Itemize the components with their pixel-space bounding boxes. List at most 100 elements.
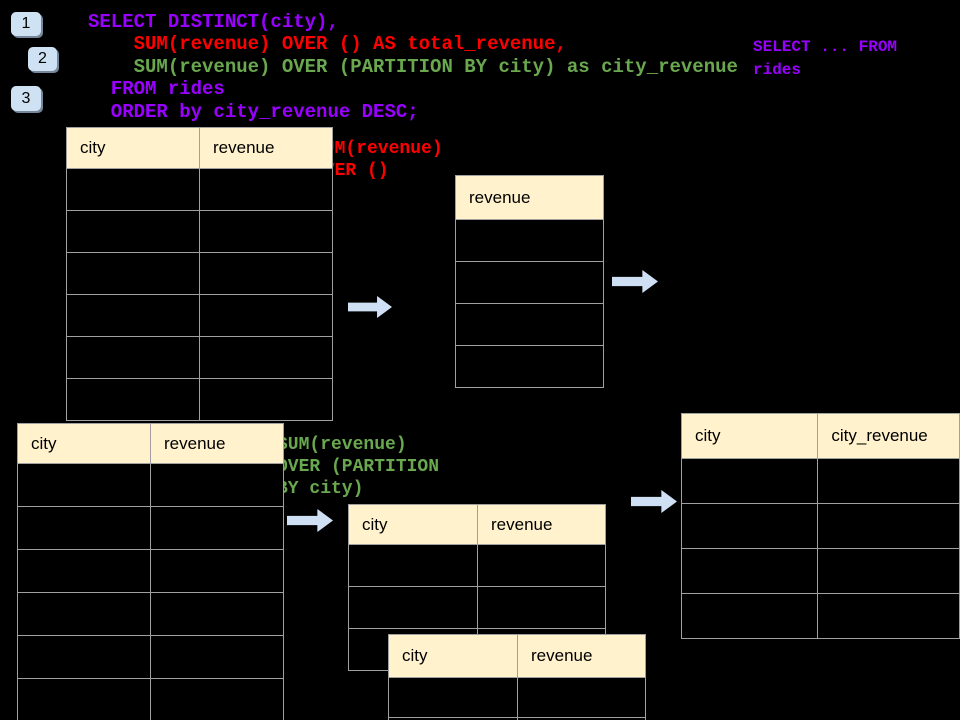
column-header-revenue: revenue bbox=[199, 127, 333, 169]
sql-code-line: SELECT DISTINCT(city), bbox=[88, 11, 339, 33]
empty-cell bbox=[66, 378, 200, 421]
note-line: BY city) bbox=[277, 479, 364, 499]
table-row bbox=[66, 294, 333, 337]
empty-cell bbox=[150, 506, 284, 550]
column-header-revenue: revenue bbox=[477, 504, 606, 545]
column-header-city: city bbox=[17, 423, 151, 464]
empty-cell bbox=[680, 458, 819, 504]
empty-cell bbox=[150, 463, 284, 507]
step-badge-3: 3 bbox=[11, 86, 41, 111]
table-row bbox=[66, 168, 333, 211]
empty-cell bbox=[817, 548, 960, 594]
note-line: rides bbox=[753, 61, 802, 79]
empty-cell bbox=[199, 378, 333, 421]
flow-arrow-right-icon bbox=[631, 490, 677, 513]
table-row bbox=[348, 586, 606, 629]
note-line: SELECT ... FROM bbox=[753, 38, 898, 56]
empty-cell bbox=[455, 345, 604, 388]
empty-cell bbox=[17, 463, 151, 507]
note-line: SUM(revenue) bbox=[277, 435, 407, 455]
column-header-city: city bbox=[388, 634, 518, 678]
empty-cell bbox=[348, 586, 478, 629]
sql-code-line: SUM(revenue) OVER () AS total_revenue, bbox=[88, 33, 567, 56]
empty-cell bbox=[517, 677, 646, 718]
column-header-city: city bbox=[66, 127, 200, 169]
note-line: OVER (PARTITION bbox=[277, 457, 440, 477]
empty-cell bbox=[817, 593, 960, 639]
empty-cell bbox=[199, 294, 333, 337]
table-row bbox=[66, 252, 333, 295]
empty-cell bbox=[150, 592, 284, 636]
empty-cell bbox=[17, 592, 151, 636]
empty-cell bbox=[17, 678, 151, 720]
empty-cell bbox=[680, 593, 819, 639]
empty-cell bbox=[817, 503, 960, 549]
empty-cell bbox=[348, 544, 478, 587]
table-row bbox=[388, 717, 646, 720]
empty-cell bbox=[17, 506, 151, 550]
table-total-revenue: revenue bbox=[455, 175, 604, 388]
column-header-city_revenue: city_revenue bbox=[817, 413, 960, 459]
table-row bbox=[17, 635, 284, 679]
empty-cell bbox=[150, 678, 284, 720]
table-row bbox=[17, 506, 284, 550]
table-row bbox=[680, 548, 960, 594]
sql-code-line: FROM rides bbox=[88, 78, 225, 101]
step-badge-2: 2 bbox=[28, 47, 57, 71]
flow-arrow-right-icon bbox=[612, 270, 658, 293]
empty-cell bbox=[477, 544, 606, 587]
table-row bbox=[17, 678, 284, 720]
empty-cell bbox=[477, 586, 606, 629]
empty-cell bbox=[17, 549, 151, 593]
empty-cell bbox=[199, 252, 333, 295]
empty-cell bbox=[66, 252, 200, 295]
table-row bbox=[455, 219, 604, 262]
column-header-revenue: revenue bbox=[517, 634, 646, 678]
sql-code-block: SELECT DISTINCT(city), SUM(revenue) OVER… bbox=[88, 11, 738, 123]
table-row bbox=[680, 593, 960, 639]
flow-arrow-right-icon bbox=[348, 296, 392, 318]
note-line: SUM(revenue) bbox=[313, 139, 443, 159]
table-row bbox=[455, 261, 604, 304]
empty-cell bbox=[455, 219, 604, 262]
table-row bbox=[455, 345, 604, 388]
empty-cell bbox=[66, 168, 200, 211]
empty-cell bbox=[455, 303, 604, 346]
empty-cell bbox=[680, 503, 819, 549]
empty-cell bbox=[517, 717, 646, 720]
column-header-revenue: revenue bbox=[150, 423, 284, 464]
table-row bbox=[680, 458, 960, 504]
column-header-revenue: revenue bbox=[455, 175, 604, 220]
empty-cell bbox=[66, 294, 200, 337]
table-row bbox=[17, 549, 284, 593]
column-header-city: city bbox=[680, 413, 819, 459]
table-row bbox=[680, 503, 960, 549]
sql-ellipsis-note: SELECT ... FROM rides bbox=[753, 36, 897, 82]
empty-cell bbox=[150, 549, 284, 593]
sql-code-line: SUM(revenue) OVER (PARTITION BY city) as… bbox=[88, 55, 738, 78]
table-row bbox=[455, 303, 604, 346]
table-row bbox=[66, 210, 333, 253]
empty-cell bbox=[150, 635, 284, 679]
flow-arrow-right-icon bbox=[287, 509, 333, 532]
empty-cell bbox=[66, 210, 200, 253]
table-row bbox=[17, 463, 284, 507]
table-row bbox=[66, 336, 333, 379]
column-header-city: city bbox=[348, 504, 478, 545]
empty-cell bbox=[199, 336, 333, 379]
table-row bbox=[17, 592, 284, 636]
empty-cell bbox=[199, 168, 333, 211]
table-row bbox=[348, 544, 606, 587]
empty-cell bbox=[817, 458, 960, 504]
table-row bbox=[66, 378, 333, 421]
empty-cell bbox=[680, 548, 819, 594]
empty-cell bbox=[455, 261, 604, 304]
